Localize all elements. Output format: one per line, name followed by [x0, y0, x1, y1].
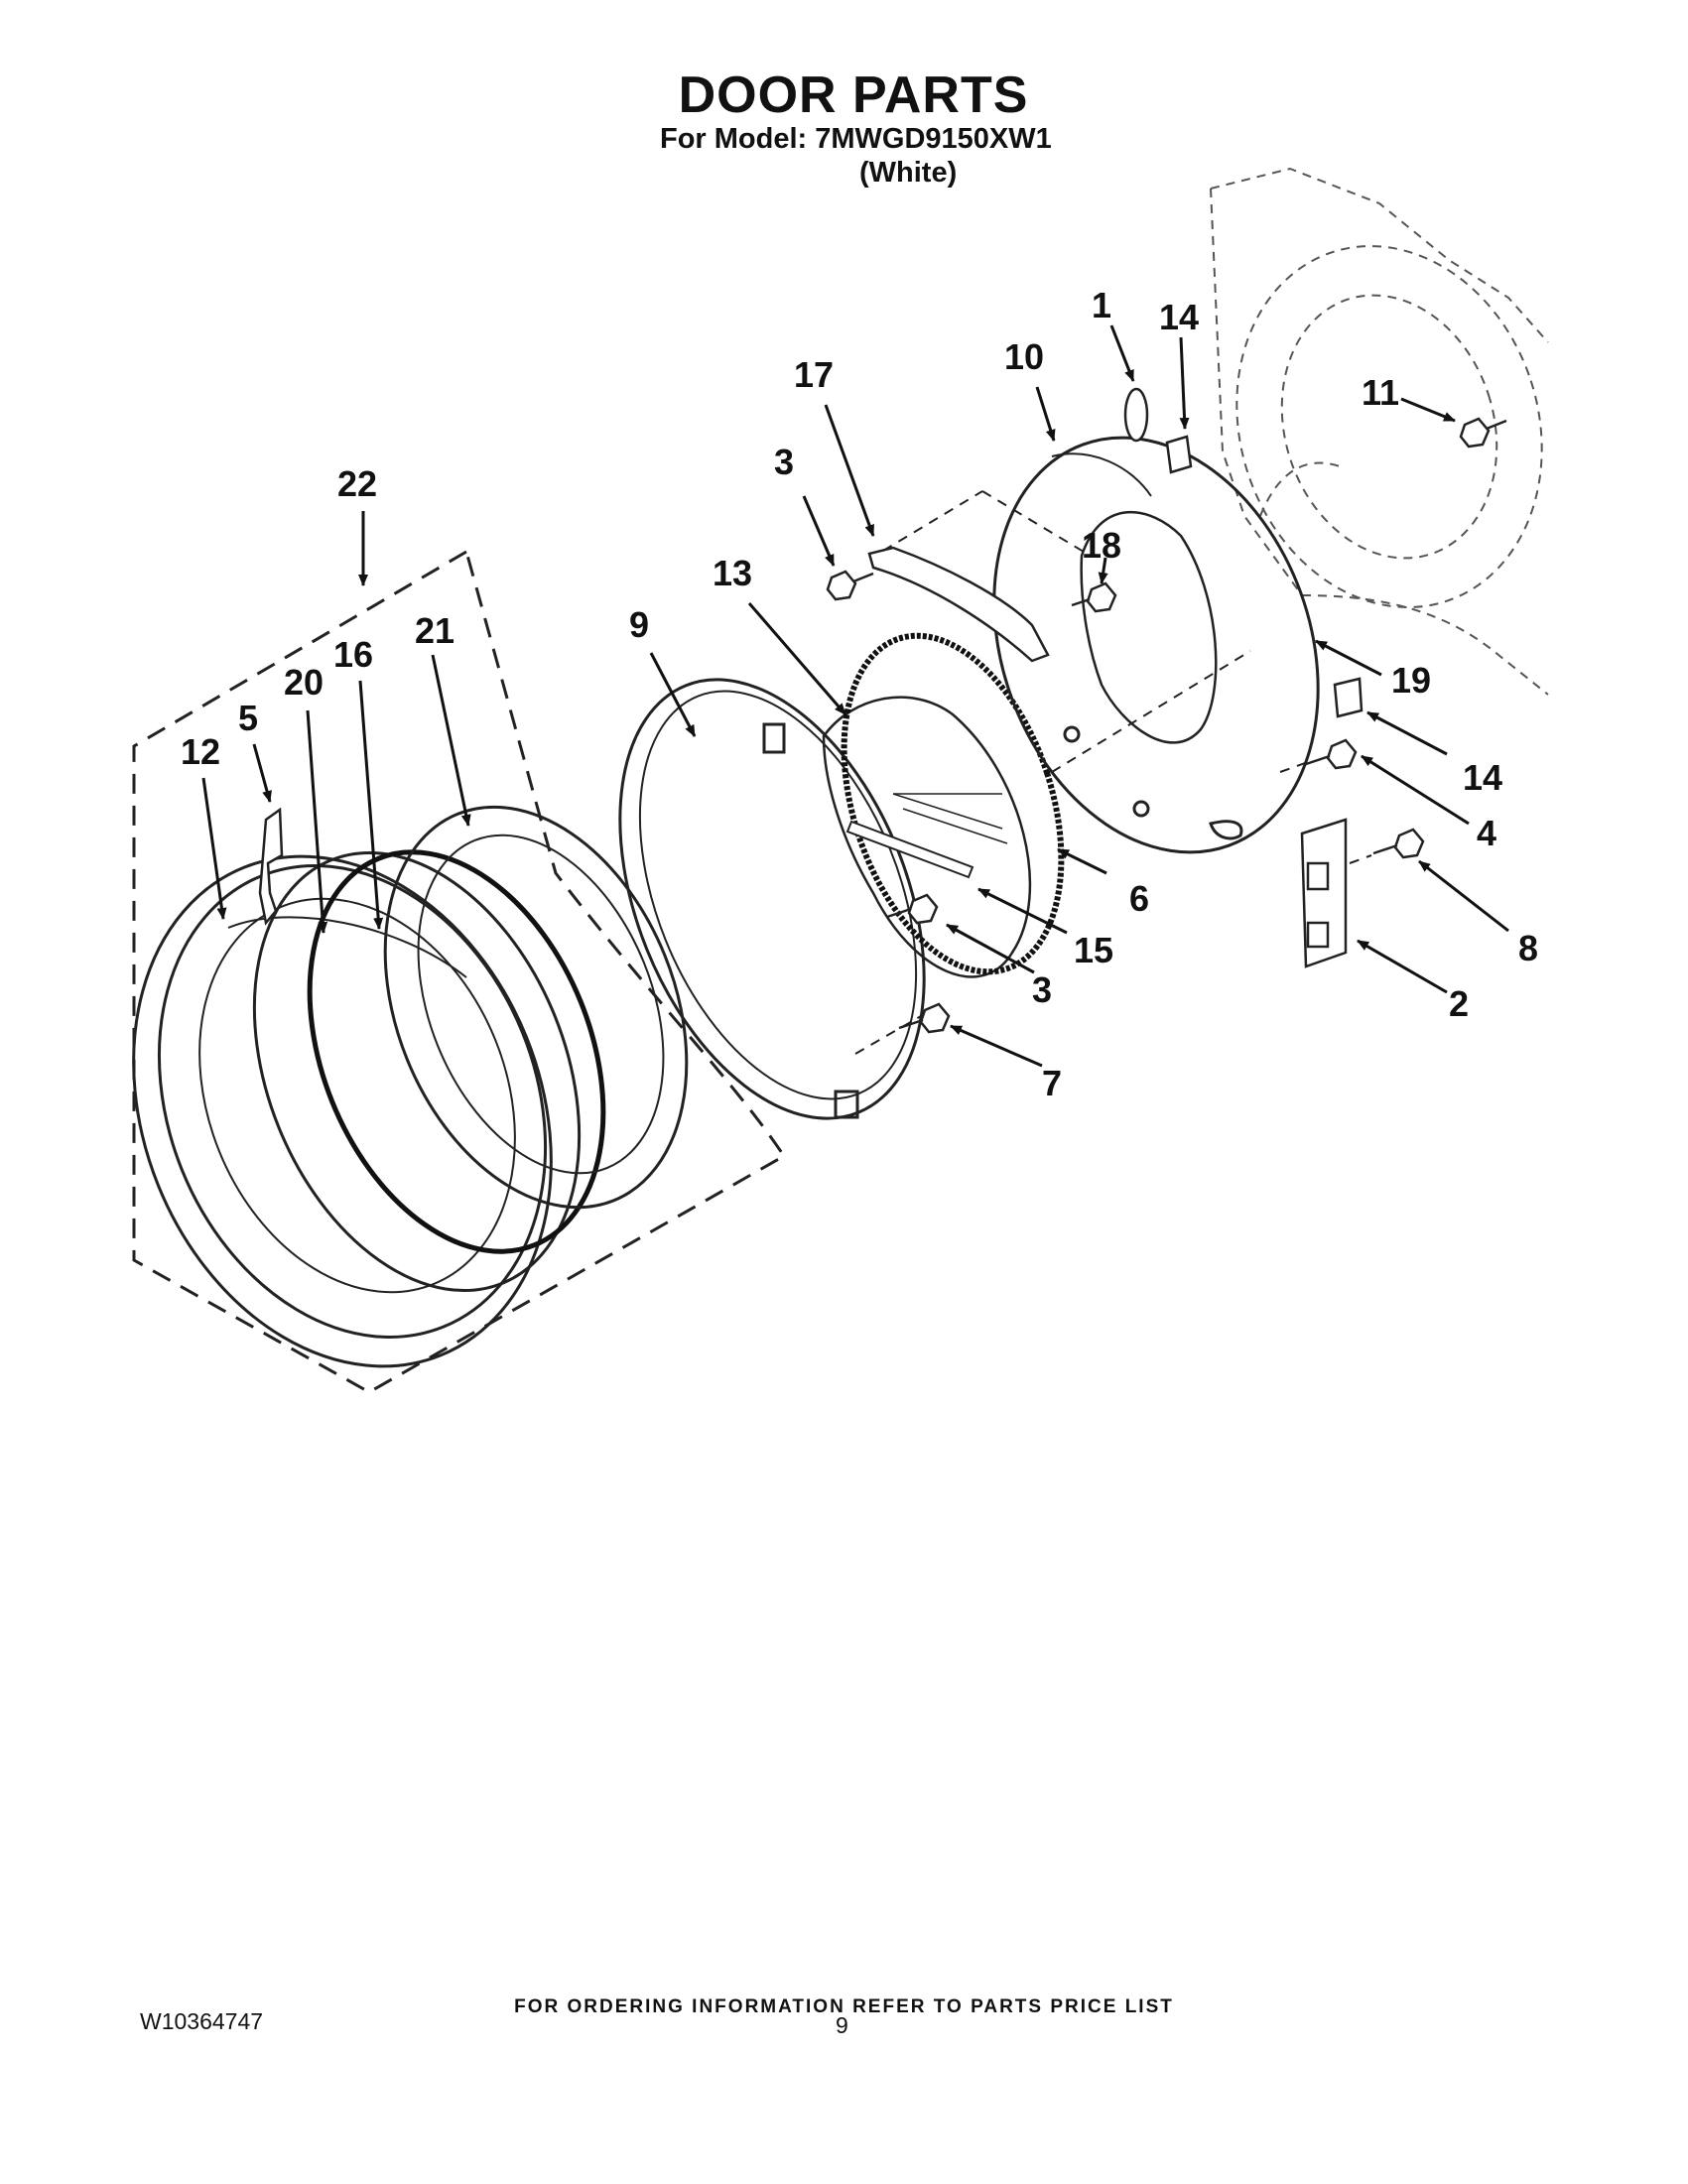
callout-19: 19: [1391, 660, 1431, 701]
document-number: W10364747: [140, 2008, 264, 2034]
screw-3-lower: [886, 893, 939, 925]
door-glass-gasket: [307, 849, 606, 1254]
screw-3-upper: [826, 570, 874, 601]
callout-6: 6: [1129, 878, 1149, 919]
callout-16: 16: [333, 634, 373, 675]
door-glass: [822, 696, 1032, 978]
callout-12: 12: [181, 731, 220, 772]
callout-5: 5: [238, 698, 258, 738]
dryer-cabinet-outline: [1210, 167, 1549, 696]
callout-4: 4: [1477, 813, 1496, 853]
screw-4: [1305, 738, 1358, 770]
screw-7: [898, 1002, 951, 1034]
callout-3-upper: 3: [774, 442, 794, 482]
callout-15: 15: [1074, 930, 1113, 970]
door-assembly-bracket-outline: [132, 549, 787, 1394]
strike-cover: [1123, 387, 1149, 443]
callout-13: 13: [713, 553, 752, 593]
callout-14-lower: 14: [1463, 757, 1502, 798]
page-title: DOOR PARTS: [678, 66, 1029, 124]
model-color: (White): [859, 157, 958, 189]
callout-11: 11: [1362, 372, 1399, 413]
screw-18: [1071, 581, 1117, 613]
callout-9: 9: [629, 604, 649, 645]
callout-20: 20: [284, 662, 324, 703]
ordering-info-note: FOR ORDERING INFORMATION REFER TO PARTS …: [514, 1996, 1174, 2017]
callout-2: 2: [1449, 983, 1469, 1024]
door-seal-gasket: [841, 632, 1065, 975]
callout-10: 10: [1004, 336, 1044, 377]
callout-21: 21: [415, 610, 454, 651]
callout-8: 8: [1518, 928, 1538, 968]
callout-14-upper: 14: [1159, 297, 1199, 337]
door-strike-upper: [1165, 435, 1193, 474]
door-handle-bar: [867, 546, 1050, 663]
seal-strip: [845, 820, 974, 879]
door-strike-lower: [1333, 677, 1363, 718]
door-latch-plate: [258, 807, 284, 926]
callout-3-lower: 3: [1032, 969, 1052, 1010]
callout-arrows: [201, 324, 1509, 1068]
outer-door-frame: [132, 854, 553, 1368]
callout-1: 1: [1092, 285, 1111, 325]
inner-door-panel: [383, 805, 689, 1210]
callout-labels: 1 14 10 17 11 3 22 18 13 21 9 19 16 20 5…: [181, 285, 1538, 1103]
callout-22: 22: [337, 463, 377, 504]
door-hinge: [1300, 818, 1348, 968]
page-number: 9: [836, 2012, 848, 2038]
screw-11: [1459, 417, 1507, 449]
screw-8: [1372, 828, 1425, 859]
model-number: For Model: 7MWGD9150XW1: [660, 123, 1052, 155]
door-trim-ring: [252, 850, 582, 1293]
assembly-guide-lines: [854, 490, 1372, 1055]
door-inner-shield: [992, 436, 1320, 854]
callout-7: 7: [1042, 1063, 1062, 1103]
callout-17: 17: [794, 354, 834, 395]
callout-18: 18: [1082, 525, 1121, 566]
